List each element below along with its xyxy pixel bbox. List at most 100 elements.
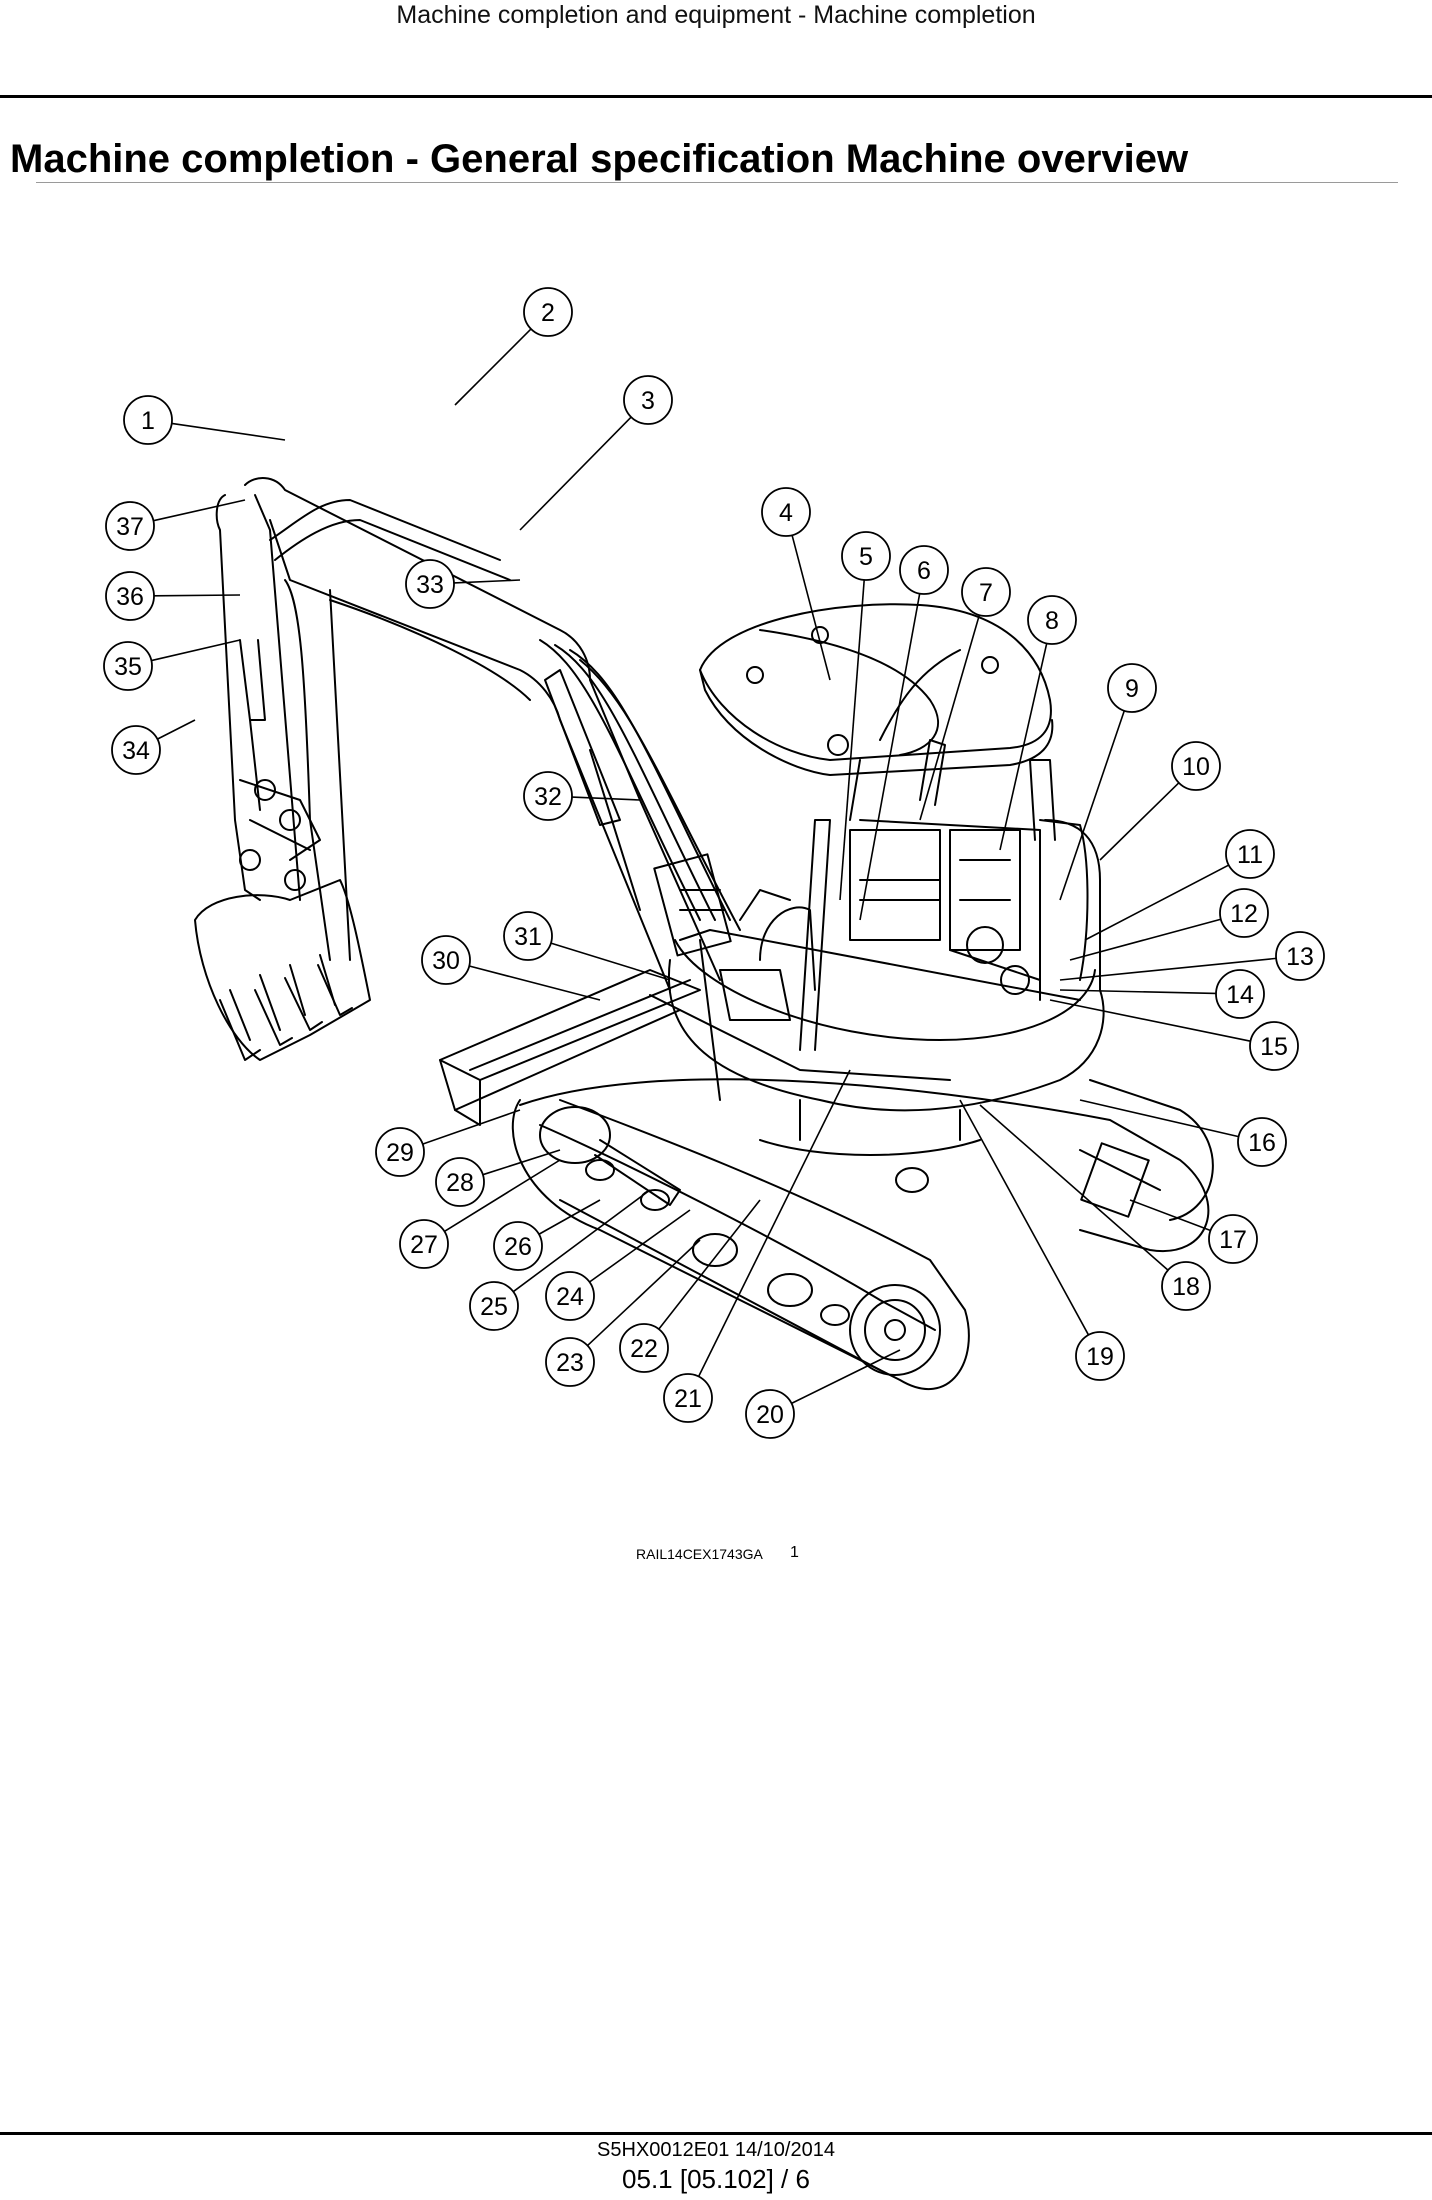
callout-18: 18: [979, 1104, 1211, 1311]
callout-label-4: 4: [779, 499, 793, 527]
callout-12: 12: [1069, 888, 1269, 961]
callout-leader-37: [153, 499, 246, 522]
callout-21: 21: [663, 1069, 851, 1423]
callout-leader-32: [571, 796, 641, 801]
callout-5: 5: [839, 531, 891, 901]
callout-circle-21: [663, 1373, 713, 1423]
callout-leader-2: [454, 328, 532, 406]
footer-divider: [0, 2132, 1432, 2135]
callout-label-28: 28: [446, 1169, 474, 1197]
callout-label-37: 37: [116, 513, 144, 541]
callout-circle-4: [761, 487, 811, 537]
callout-label-30: 30: [432, 947, 460, 975]
callout-leader-14: [1059, 989, 1217, 995]
callout-circle-10: [1171, 741, 1221, 791]
callout-leader-23: [586, 1239, 701, 1347]
callout-label-22: 22: [630, 1335, 658, 1363]
excavator-drawing: [194, 477, 1214, 1390]
bucket: [194, 879, 371, 1061]
callout-34: 34: [111, 719, 196, 775]
callout-label-27: 27: [410, 1231, 438, 1259]
callout-29: 29: [375, 1109, 521, 1177]
callout-leader-7: [919, 614, 981, 821]
callout-32: 32: [523, 771, 641, 821]
callout-circle-15: [1249, 1021, 1299, 1071]
callout-leader-10: [1099, 782, 1180, 861]
callout-circle-11: [1225, 829, 1275, 879]
callout-circle-5: [841, 531, 891, 581]
callout-8: 8: [999, 595, 1077, 851]
callout-9: 9: [1059, 663, 1157, 901]
callout-label-6: 6: [917, 557, 931, 585]
callout-circle-18: [1161, 1261, 1211, 1311]
callout-label-17: 17: [1219, 1226, 1247, 1254]
callout-circle-20: [745, 1389, 795, 1439]
callout-label-7: 7: [979, 579, 993, 607]
document-reference: S5HX0012E01 14/10/2014: [597, 2139, 835, 2161]
callout-22: 22: [619, 1199, 761, 1373]
callout-circle-7: [961, 567, 1011, 617]
callout-27: 27: [399, 1159, 561, 1269]
rear-track: [519, 1078, 1210, 1253]
callout-circle-25: [469, 1281, 519, 1331]
callout-label-13: 13: [1286, 943, 1314, 971]
callout-31: 31: [503, 911, 671, 981]
callout-leader-16: [1079, 1099, 1239, 1138]
callout-label-14: 14: [1226, 981, 1254, 1009]
callout-label-11: 11: [1237, 841, 1263, 869]
callout-label-23: 23: [556, 1349, 584, 1377]
callout-19: 19: [959, 1099, 1125, 1381]
callout-label-9: 9: [1125, 675, 1139, 703]
callout-16: 16: [1079, 1099, 1287, 1167]
callout-circle-8: [1027, 595, 1077, 645]
callout-3: 3: [519, 375, 673, 531]
callout-circle-17: [1208, 1214, 1258, 1264]
callout-circle-31: [503, 911, 553, 961]
callout-label-24: 24: [556, 1283, 584, 1311]
callout-circle-33: [405, 559, 455, 609]
callout-circle-22: [619, 1323, 669, 1373]
callout-leader-13: [1059, 957, 1277, 981]
callout-26: 26: [493, 1199, 601, 1271]
callout-17: 17: [1129, 1199, 1258, 1264]
callout-4: 4: [761, 487, 831, 681]
callout-37: 37: [105, 499, 246, 551]
callout-2: 2: [454, 287, 573, 406]
callout-10: 10: [1099, 741, 1221, 861]
callout-15: 15: [1049, 999, 1299, 1071]
callout-23: 23: [545, 1239, 701, 1387]
callout-circle-35: [103, 641, 153, 691]
callout-leader-11: [1084, 864, 1230, 941]
callout-circle-13: [1275, 931, 1325, 981]
callout-label-8: 8: [1045, 607, 1059, 635]
callout-circle-9: [1107, 663, 1157, 713]
callout-label-19: 19: [1086, 1343, 1114, 1371]
callout-35: 35: [103, 639, 241, 691]
callout-circle-29: [375, 1127, 425, 1177]
callout-leader-18: [979, 1104, 1169, 1271]
callout-leader-15: [1049, 999, 1251, 1042]
callout-circle-36: [105, 571, 155, 621]
callout-leader-12: [1069, 918, 1222, 961]
dozer-blade: [439, 969, 701, 1081]
callout-circle-12: [1219, 888, 1269, 938]
callout-leader-17: [1129, 1199, 1211, 1232]
callout-label-1: 1: [141, 407, 155, 435]
callout-circle-32: [523, 771, 573, 821]
callout-label-21: 21: [674, 1385, 702, 1413]
callout-circle-34: [111, 725, 161, 775]
callout-label-12: 12: [1230, 900, 1258, 928]
figure-image-id: RAIL14CEX1743GA: [636, 1546, 763, 1562]
callout-20: 20: [745, 1349, 901, 1439]
callout-11: 11: [1084, 829, 1275, 941]
callout-6: 6: [859, 545, 949, 921]
callout-label-33: 33: [416, 571, 444, 599]
callout-label-18: 18: [1172, 1273, 1200, 1301]
callout-leader-29: [422, 1109, 521, 1145]
callout-circle-14: [1215, 969, 1265, 1019]
callout-leader-22: [658, 1199, 761, 1330]
callout-30: 30: [421, 935, 601, 1001]
callout-leader-8: [999, 643, 1048, 851]
